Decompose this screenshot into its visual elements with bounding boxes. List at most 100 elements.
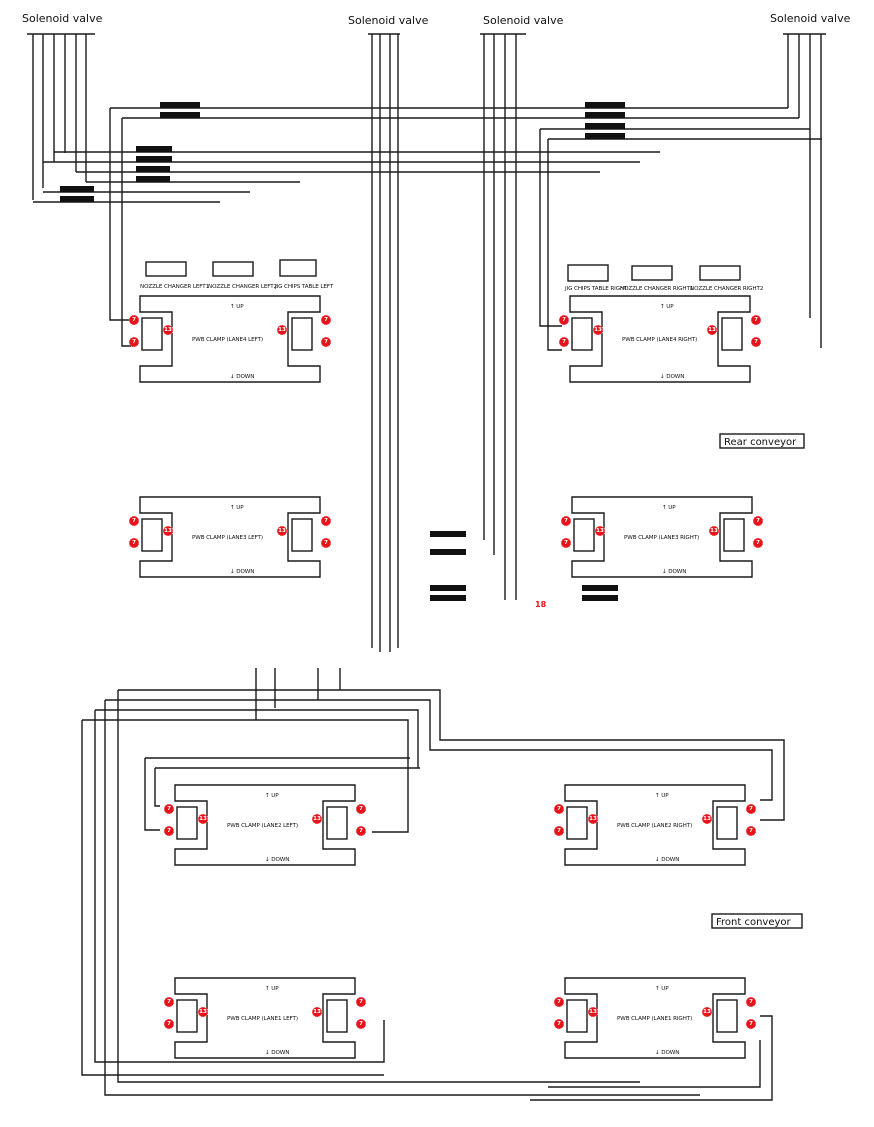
fitting-number-badge: [162, 525, 174, 537]
fitting-number: 7: [324, 518, 328, 524]
svg-text:Front conveyor: Front conveyor: [716, 917, 792, 928]
fitting-number-badge: [745, 803, 757, 815]
fitting-number-badge: [745, 1018, 757, 1030]
nozzle-changer-right2: NOZZLE CHANGER RIGHT2: [690, 265, 763, 292]
fitting-number-badge: [355, 996, 367, 1008]
cylinder-icon: [716, 806, 738, 840]
fitting-number-badge: [752, 515, 764, 527]
cylinder-icon: [141, 518, 163, 552]
fitting-number-badge: [320, 314, 332, 326]
fitting-number: 7: [132, 518, 136, 524]
svg-text:NOZZLE CHANGER LEFT2: NOZZLE CHANGER LEFT2: [208, 284, 277, 290]
svg-text:Rear conveyor: Rear conveyor: [724, 437, 797, 448]
cylinder-icon: [176, 806, 198, 840]
fitting-number-badge: [553, 803, 565, 815]
fitting-number-badge: [355, 803, 367, 815]
down-arrow-label: ↓ DOWN: [655, 856, 679, 863]
fitting-number-badge: [276, 324, 288, 336]
fitting-number: 13: [708, 327, 716, 333]
svg-text:NOZZLE CHANGER LEFT1: NOZZLE CHANGER LEFT1: [140, 284, 210, 290]
fitting-number: 13: [596, 528, 604, 534]
valve-manifold-center-right: [480, 33, 526, 600]
valve-manifold-center-left: [368, 33, 400, 652]
fitting-number: 7: [562, 317, 566, 323]
fitting-number: 7: [562, 339, 566, 345]
up-arrow-label: ↑ UP: [660, 303, 674, 310]
down-arrow-label: ↓ DOWN: [265, 856, 289, 863]
fitting-number: 7: [167, 828, 171, 834]
cylinder-icon: [566, 999, 588, 1033]
fitting-number: 13: [313, 816, 321, 822]
fitting-number-badge: [553, 996, 565, 1008]
fitting-number-badge: [320, 515, 332, 527]
cylinder-icon: [571, 317, 593, 351]
fitting-number: 13: [594, 327, 602, 333]
cylinder-icon: [723, 518, 745, 552]
fitting-number-badge: [163, 825, 175, 837]
fitting-number: 13: [164, 528, 172, 534]
clamp-label: PWB CLAMP (LANE4 LEFT): [192, 337, 263, 343]
valve-header-right: Solenoid valve: [770, 12, 851, 25]
up-arrow-label: ↑ UP: [230, 504, 244, 511]
jig-chips-table-left: JIG CHIPS TABLE LEFT: [274, 259, 334, 290]
fitting-number: 7: [754, 317, 758, 323]
fitting-number-badge: [311, 813, 323, 825]
fitting-number-badge: [163, 803, 175, 815]
fitting-number: 7: [359, 806, 363, 812]
fitting-number: 7: [564, 540, 568, 546]
fitting-number: 13: [199, 1009, 207, 1015]
valve-manifold-right: [783, 33, 826, 348]
clamp-label: PWB CLAMP (LANE2 RIGHT): [617, 823, 692, 829]
fitting-number: 7: [749, 1021, 753, 1027]
valve-header-center-left: Solenoid valve: [348, 14, 429, 27]
cylinder-icon: [291, 317, 313, 351]
clamp-label: PWB CLAMP (LANE1 RIGHT): [617, 1016, 692, 1022]
fitting-number-badge: [163, 996, 175, 1008]
clamp-label: PWB CLAMP (LANE4 RIGHT): [622, 337, 697, 343]
fitting-number: 7: [324, 317, 328, 323]
rear-conveyor-label: Rear conveyor: [719, 433, 805, 449]
down-arrow-label: ↓ DOWN: [662, 568, 686, 575]
fitting-number-badge: [553, 825, 565, 837]
fitting-number-badge: [594, 525, 606, 537]
fitting-number-badge: [355, 1018, 367, 1030]
fitting-number: 13: [703, 816, 711, 822]
fitting-number: 7: [132, 540, 136, 546]
nozzle-changer-left1: NOZZLE CHANGER LEFT1: [140, 261, 210, 290]
fitting-number-badge: [128, 537, 140, 549]
up-arrow-label: ↑ UP: [265, 985, 279, 992]
fitting-number-badge: [745, 996, 757, 1008]
up-arrow-label: ↑ UP: [265, 792, 279, 799]
fitting-number-badge: [592, 324, 604, 336]
fitting-number: 7: [756, 518, 760, 524]
fitting-number: 13: [278, 528, 286, 534]
nozzle-changer-left2: NOZZLE CHANGER LEFT2: [208, 261, 277, 290]
fitting-number-badge: [750, 336, 762, 348]
fitting-number: 7: [132, 317, 136, 323]
fitting-number-badge: [560, 537, 572, 549]
cylinder-icon: [291, 518, 313, 552]
clamp-label: PWB CLAMP (LANE1 LEFT): [227, 1016, 298, 1022]
down-arrow-label: ↓ DOWN: [655, 1049, 679, 1056]
fitting-number: 7: [324, 339, 328, 345]
fitting-number-badge: [708, 525, 720, 537]
fitting-number-badge: [311, 1006, 323, 1018]
fitting-number-badge: [197, 1006, 209, 1018]
fitting-number-badge: [560, 515, 572, 527]
valve-manifold-left: [27, 33, 95, 200]
fitting-number-badge: [587, 1006, 599, 1018]
fitting-number: 7: [557, 806, 561, 812]
fitting-number: 7: [564, 518, 568, 524]
fitting-number-badge: [701, 1006, 713, 1018]
fitting-number-badge: [587, 813, 599, 825]
fitting-number: 7: [749, 828, 753, 834]
fitting-number: 7: [359, 828, 363, 834]
fitting-number-badge: [558, 314, 570, 326]
